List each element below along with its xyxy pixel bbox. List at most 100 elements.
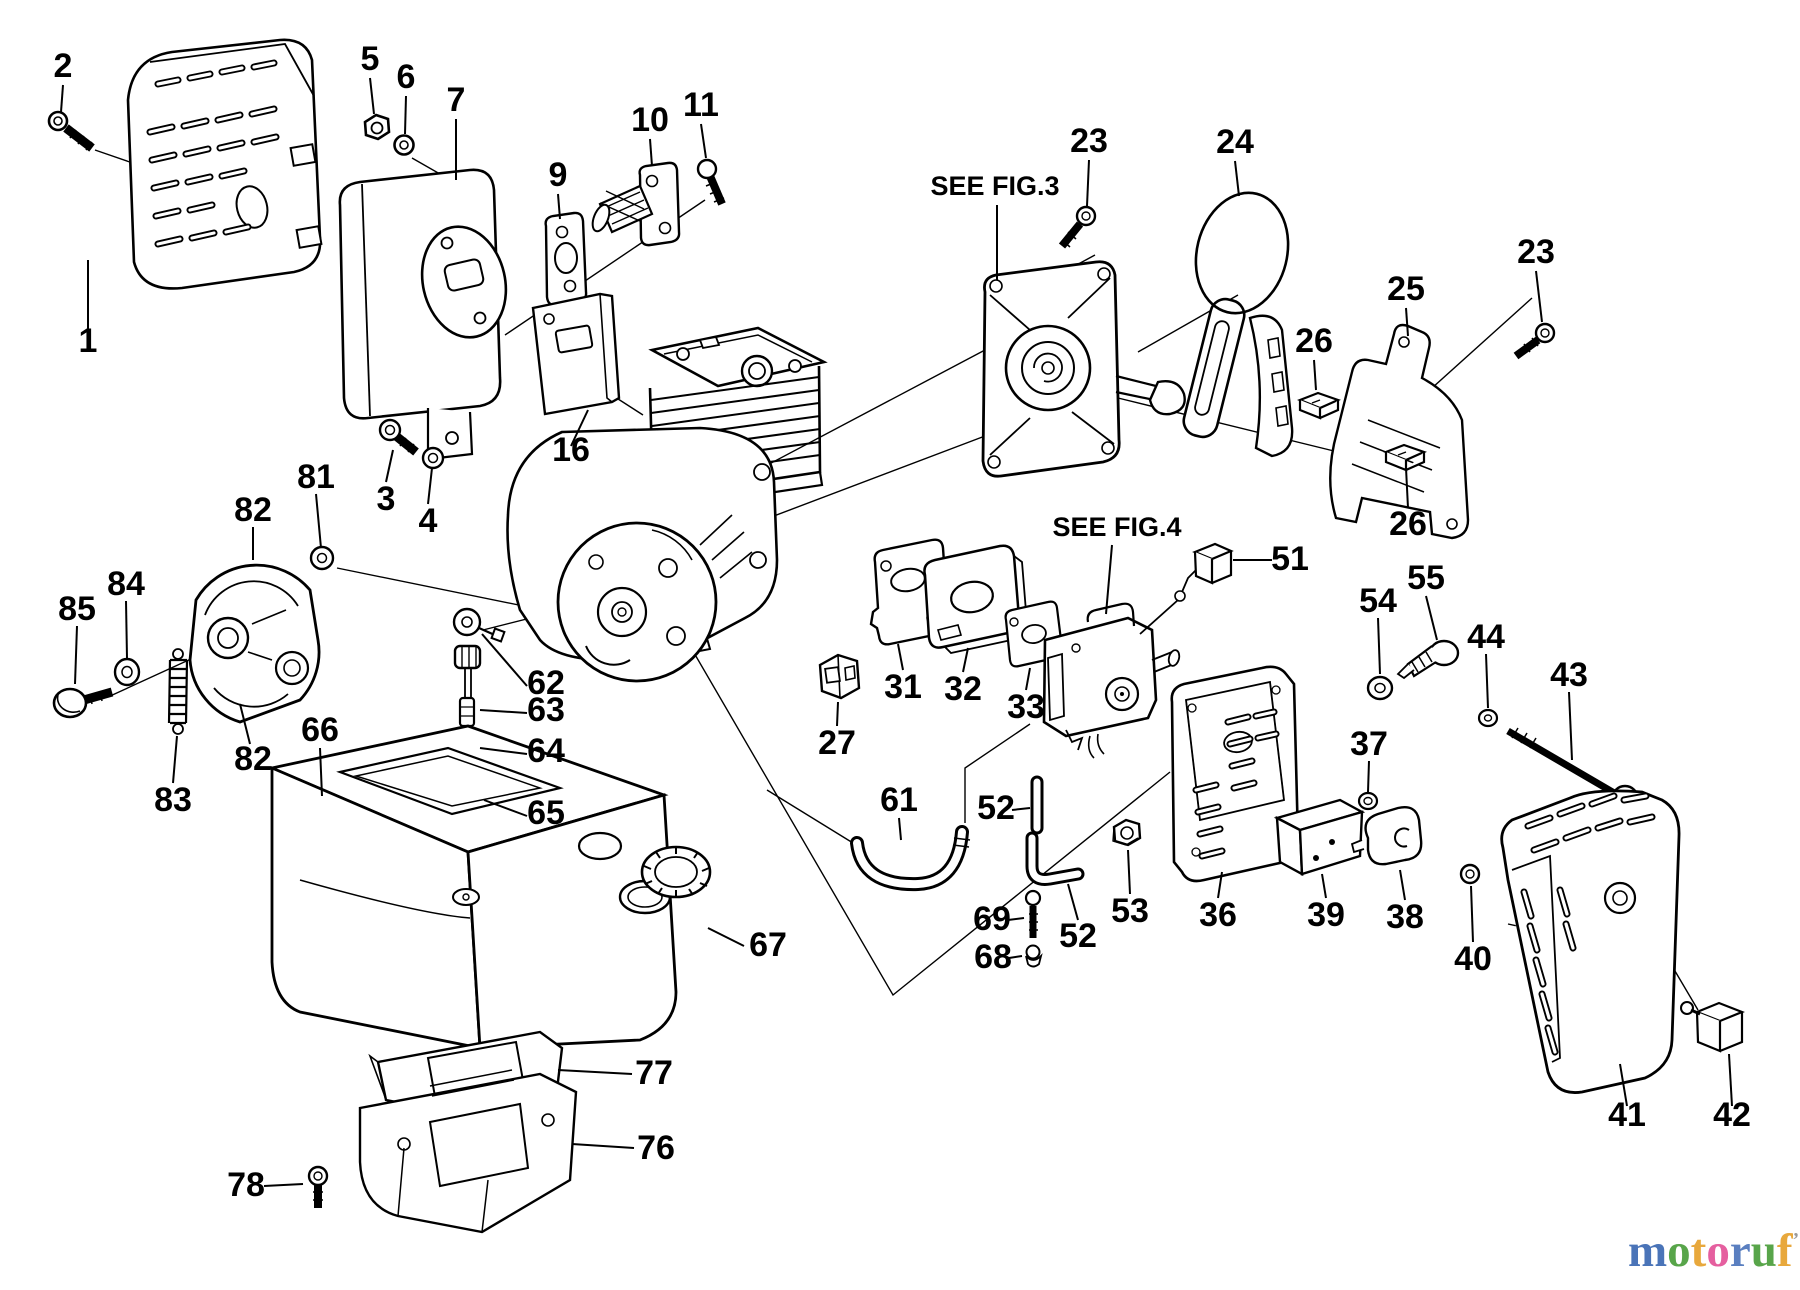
clamp-part-68: [1025, 944, 1043, 968]
figure-note: SEE FIG.4: [1052, 512, 1181, 542]
logo-letter: f: [1776, 1225, 1793, 1277]
part-number-callout: 33: [1007, 688, 1045, 726]
part-number-callout: 64: [527, 732, 565, 770]
logo-mark: ’: [1792, 1229, 1800, 1251]
rope-disc-part-24: [1194, 191, 1290, 315]
leader-line: [1535, 270, 1543, 323]
logo-letter: o: [1706, 1225, 1730, 1277]
part-number-callout: 27: [818, 724, 856, 762]
part-number-callout: 43: [1550, 656, 1588, 694]
leader-line: [404, 95, 407, 135]
leader-line: [1619, 1063, 1628, 1107]
muffler-cover-vent-slots: [146, 59, 280, 248]
leader-line: [239, 703, 251, 745]
leader-line: [1377, 617, 1381, 675]
part-number-callout: 31: [884, 668, 922, 706]
part-number-callout: 25: [1387, 270, 1425, 308]
part-number-callout: 3: [377, 480, 396, 518]
leader-line: [1007, 917, 1025, 921]
fuel-hose-part-52b: [1025, 831, 1085, 886]
leader-line: [1313, 359, 1317, 391]
leader-line: [1086, 159, 1090, 207]
engine-cover-slots: [1520, 792, 1656, 1056]
part-number-callout: 24: [1216, 123, 1254, 161]
part-number-callout: 39: [1307, 896, 1345, 934]
part-number-callout: 65: [527, 794, 565, 832]
screw-part-11: [696, 158, 726, 206]
bolt-part-23b: [1513, 322, 1556, 360]
washer-part-4: [421, 446, 445, 470]
leader-line: [1217, 871, 1223, 899]
leader-line: [369, 77, 375, 115]
muffler-cover-part-1: [126, 38, 323, 290]
leader-line: [1011, 807, 1031, 811]
part-number-callout: 69: [973, 900, 1011, 938]
bolt-part-3: [378, 418, 419, 456]
leader-line: [707, 927, 745, 947]
part-number-callout: 5: [361, 40, 380, 78]
leader-line: [1728, 1053, 1733, 1107]
part-number-callout: 40: [1454, 940, 1492, 978]
part-number-callout: 7: [447, 81, 466, 119]
leader-line: [483, 799, 528, 817]
starter-handle: [1115, 297, 1294, 458]
leader-line: [125, 600, 128, 659]
bolt-part-78: [307, 1165, 329, 1208]
gasket-part-9: [544, 211, 588, 307]
leader-line: [1008, 955, 1023, 959]
part-number-callout: 53: [1111, 892, 1149, 930]
part-number-callout: 52: [977, 789, 1015, 827]
bolt-part-23a: [1058, 205, 1097, 249]
leader-line: [319, 747, 323, 797]
part-number-callout: 85: [58, 590, 96, 628]
part-number-callout: 37: [1350, 725, 1388, 763]
mount-part-27: [818, 653, 861, 700]
filter-element-part-39: [1273, 798, 1366, 877]
leader-line: [1470, 885, 1474, 943]
logo-letter: o: [1667, 1225, 1691, 1277]
leader-line: [1399, 869, 1406, 901]
part-number-callout: 62: [527, 664, 565, 702]
leader-line: [479, 709, 528, 714]
part-number-callout: 1: [79, 322, 98, 360]
spark-screen-part-10: [591, 161, 681, 247]
leader-line: [649, 138, 653, 167]
figure-note: SEE FIG.3: [930, 171, 1059, 201]
leader-line: [898, 817, 902, 841]
washer-part-81: [309, 545, 335, 571]
part-number-callout: 11: [683, 86, 719, 124]
part-number-callout: 32: [944, 670, 982, 708]
washer-part-54: [1366, 675, 1394, 701]
fuel-cap-part-67: [618, 845, 712, 915]
part-number-callout: 83: [154, 781, 192, 819]
part-number-callout: 26: [1295, 322, 1333, 360]
washer-part-84: [113, 657, 141, 687]
part-number-callout: 23: [1517, 233, 1555, 271]
choke-lever-part-38: [1350, 806, 1423, 866]
part-number-callout: 6: [397, 58, 416, 96]
leader-line: [60, 84, 64, 113]
part-number-callout: 41: [1608, 1096, 1646, 1134]
o-ring-part-40: [1459, 863, 1481, 885]
nut-part-53: [1112, 818, 1142, 847]
leader-line: [897, 643, 904, 671]
leader-line: [172, 735, 178, 784]
part-number-callout: 61: [880, 781, 918, 819]
muffler-part-7: [338, 168, 508, 460]
part-number-callout: 26: [1389, 505, 1427, 543]
fuel-tank-part-66: [267, 724, 678, 1050]
leader-line: [1405, 307, 1409, 337]
part-number-callout: 44: [1467, 618, 1505, 656]
leader-line: [1025, 667, 1031, 691]
screw-part-55: [1396, 639, 1460, 680]
part-number-callout: 10: [631, 101, 669, 139]
clutch-part-82: [188, 563, 321, 724]
part-number-callout: 81: [297, 458, 335, 496]
leader-line: [570, 409, 589, 447]
part-number-callout: 9: [549, 156, 568, 194]
part-number-callout: 55: [1407, 559, 1445, 597]
leader-line: [1234, 160, 1240, 197]
washer-part-37: [1357, 791, 1379, 811]
